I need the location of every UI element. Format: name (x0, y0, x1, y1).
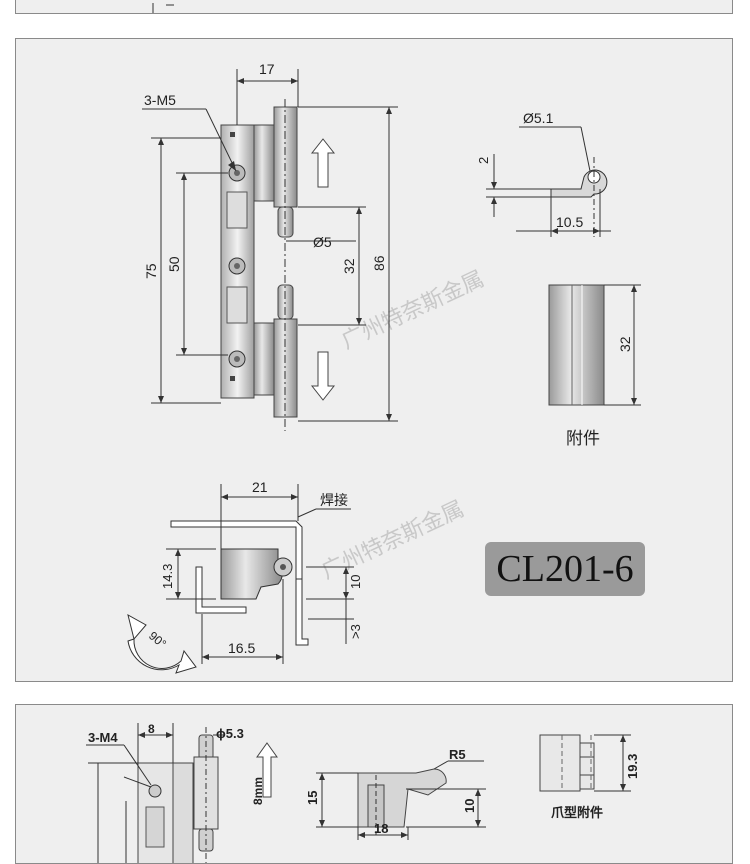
dim-14-3: 14.3 (160, 564, 175, 589)
side-view (127, 484, 354, 674)
dim-total-86: 86 (371, 255, 387, 271)
hinge-drawing-cl201-6: 广州特奈斯金属 广州特奈斯金属 (127, 61, 641, 674)
dim-32: 32 (341, 258, 357, 274)
dim-18: 18 (374, 821, 388, 836)
dim-gt3: >3 (348, 624, 363, 639)
move-up-arrow (310, 138, 336, 188)
hinge-front-view (220, 106, 298, 418)
dim-pin-5: Ø5 (313, 234, 332, 250)
screw-label-3-m5: 3-M5 (144, 92, 176, 108)
dim-15: 15 (305, 791, 320, 805)
dim-10: 10 (462, 799, 477, 813)
second-drawing-panel: 3-M4 8 ϕ5.3 8mm (15, 704, 733, 864)
dim-19-3: 19.3 (625, 754, 640, 779)
dim-2: 2 (476, 157, 491, 164)
dim-16-5: 16.5 (228, 640, 255, 656)
accessory-part (548, 284, 641, 406)
hinge2-front-view (86, 723, 278, 863)
dim-pin-5-3: ϕ5.3 (216, 726, 244, 741)
dim-8: 8 (148, 722, 155, 736)
front-view-dim-arrows (158, 78, 392, 421)
angle-90: 90° (146, 629, 169, 652)
claw-accessory-label: 爪型附件 (551, 805, 603, 820)
hinge2-profile-view (316, 760, 486, 840)
dim-part-32: 32 (617, 336, 633, 352)
model-badge: CL201-6 (485, 542, 645, 596)
rotate-90-arrow (127, 638, 197, 674)
dim-8mm: 8mm (251, 777, 265, 805)
screw-label-3-m4: 3-M4 (88, 730, 118, 745)
dim-50: 50 (166, 256, 182, 272)
dim-r5: R5 (449, 747, 466, 762)
dim-75: 75 (143, 263, 159, 279)
move-down-arrow (310, 351, 336, 401)
eye-detail-view (486, 126, 611, 237)
top-panel-fragment (15, 0, 733, 14)
dim-hole-5-1: Ø5.1 (523, 110, 554, 126)
watermark-1: 广州特奈斯金属 (338, 266, 488, 354)
front-view-dimensions (142, 69, 398, 431)
hinge-drawing-2: 3-M4 8 ϕ5.3 8mm (86, 722, 640, 863)
claw-accessory (539, 734, 631, 792)
dim-10-5: 10.5 (556, 214, 583, 230)
dim-21: 21 (252, 479, 268, 495)
weld-label: 焊接 (320, 492, 348, 508)
dim-width-17: 17 (259, 61, 275, 77)
accessory-label: 附件 (566, 429, 600, 448)
dim-10: 10 (348, 575, 363, 589)
top-fragment-drawing (152, 3, 174, 13)
